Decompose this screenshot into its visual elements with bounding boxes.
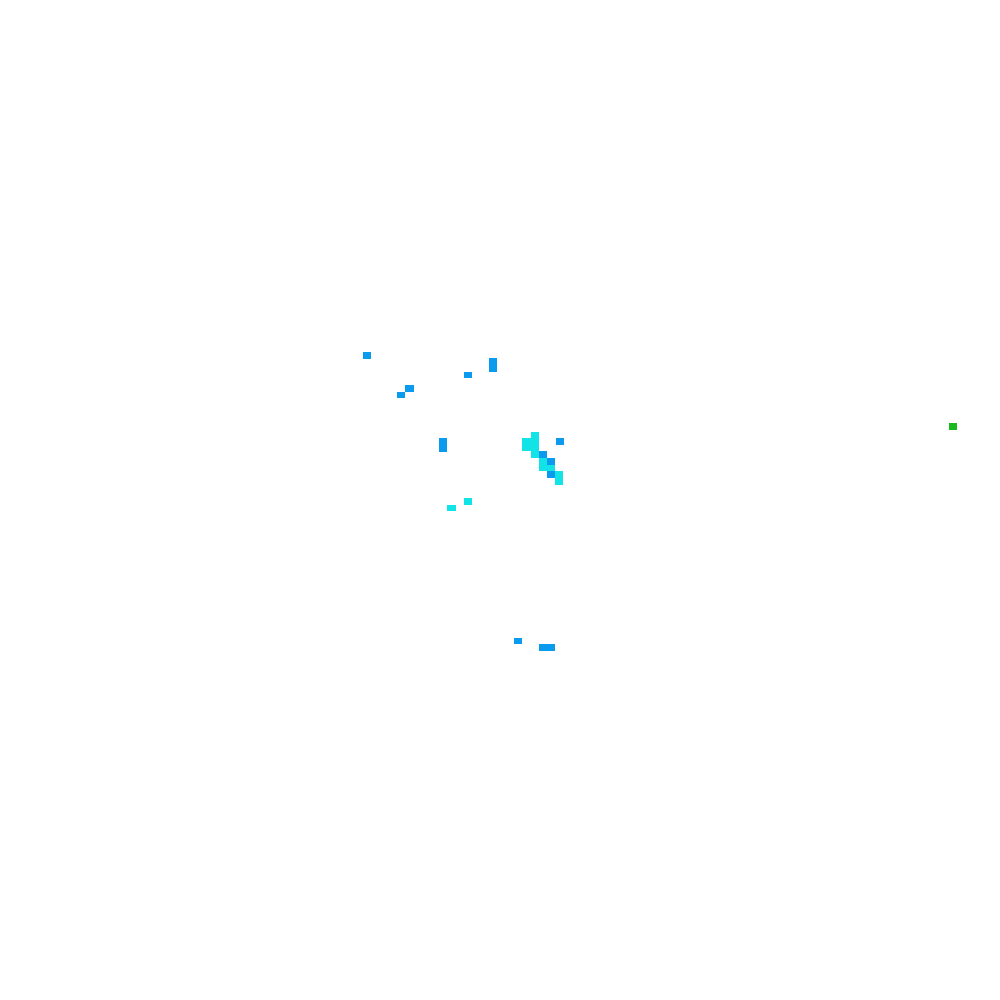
blue-pixel-square: [556, 438, 564, 445]
blue-pixel-square: [464, 372, 472, 378]
blue-pixel-square: [547, 458, 555, 465]
cyan-pixel-square: [464, 498, 472, 505]
blue-pixel-square: [514, 638, 522, 644]
blue-pixel-square: [547, 471, 555, 478]
cyan-pixel-square: [555, 471, 563, 485]
blue-pixel-square: [539, 644, 555, 651]
blue-pixel-square: [489, 358, 497, 372]
blue-pixel-square: [405, 385, 414, 392]
cyan-pixel-square: [539, 458, 547, 471]
cyan-pixel-square: [547, 465, 555, 471]
blue-pixel-square: [539, 451, 547, 458]
blue-pixel-square: [397, 392, 405, 398]
cyan-pixel-square: [522, 438, 539, 451]
blue-pixel-square: [439, 438, 447, 452]
cyan-pixel-square: [531, 432, 539, 439]
blue-pixel-square: [363, 352, 371, 359]
green-pixel-square: [949, 423, 957, 430]
cyan-pixel-square: [447, 505, 456, 511]
cyan-pixel-square: [531, 451, 539, 458]
